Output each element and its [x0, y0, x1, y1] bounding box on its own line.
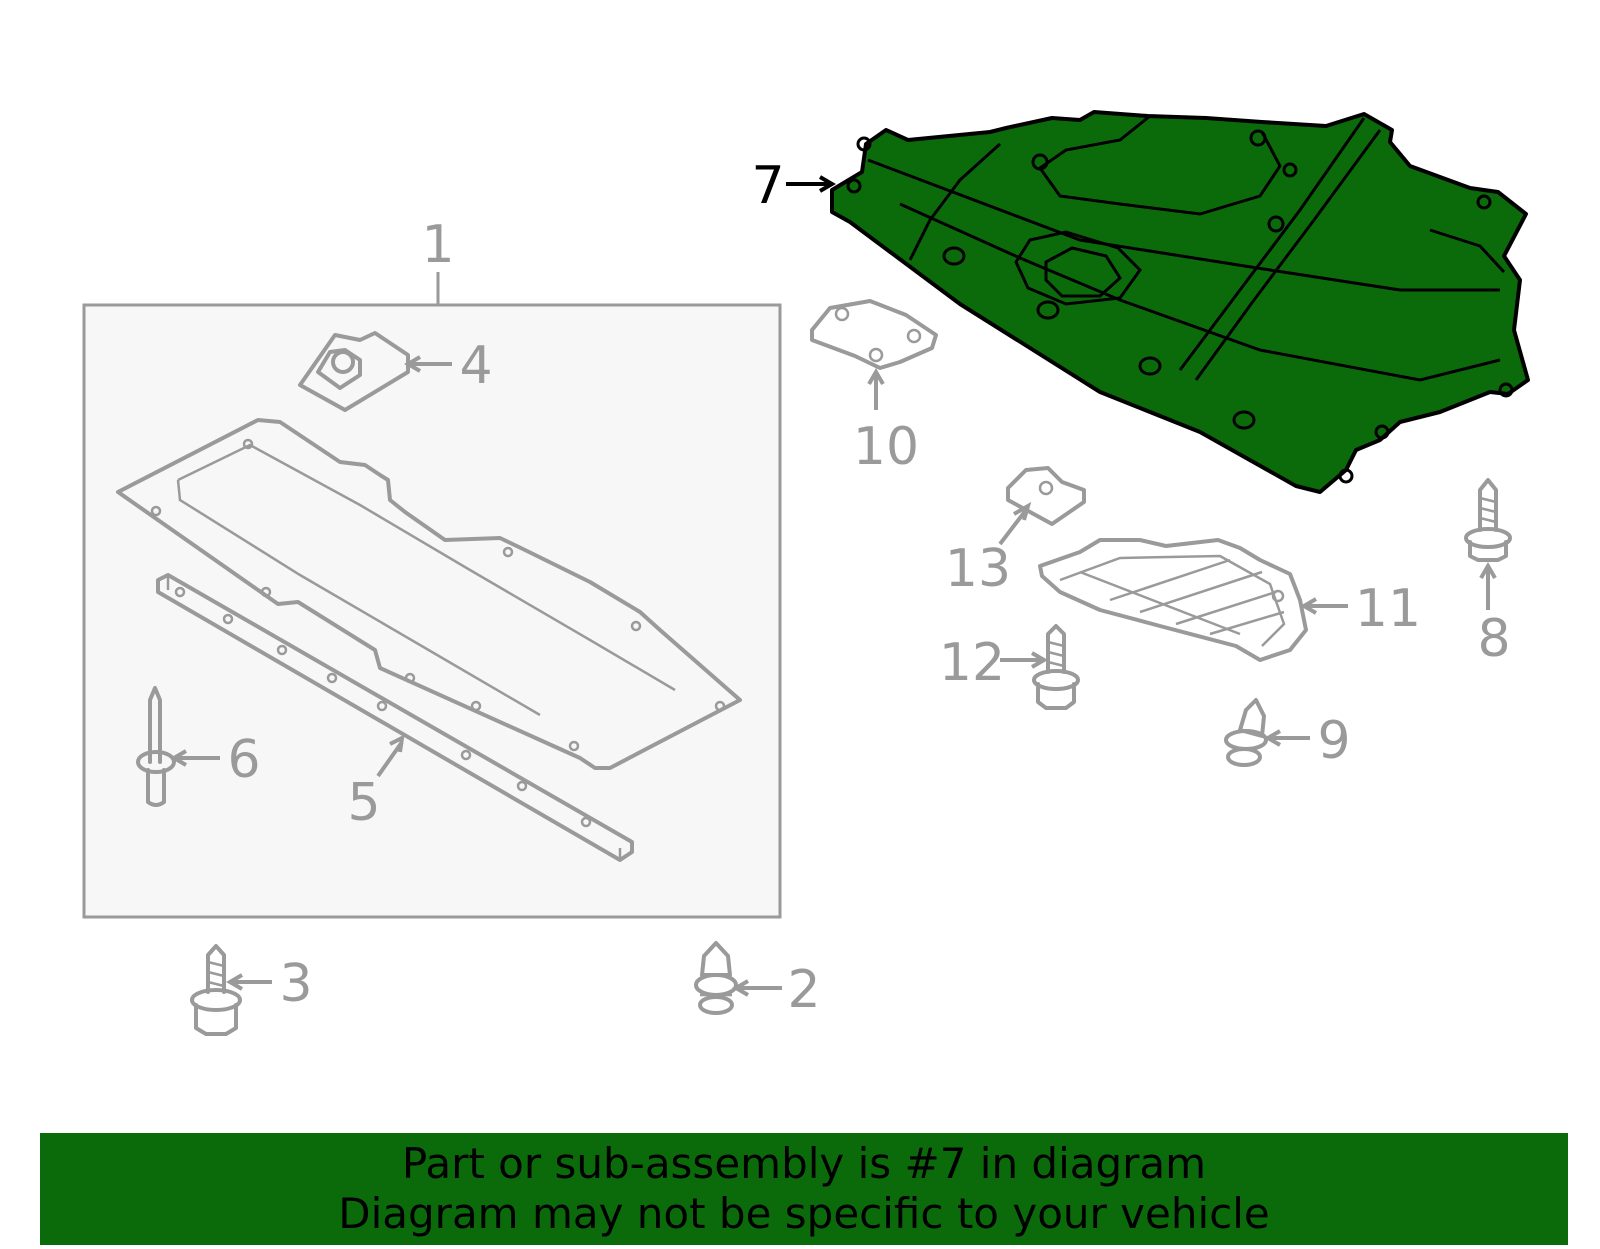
- callout-11-arrow: [1300, 597, 1348, 615]
- part-6-push-pin[interactable]: [136, 686, 176, 807]
- assembly-box: [82, 303, 782, 919]
- callout-6: 6: [227, 730, 260, 790]
- callout-2-arrow: [732, 979, 782, 997]
- callout-2: 2: [787, 960, 820, 1020]
- callout-9-arrow: [1264, 729, 1310, 747]
- part-8-flange-bolt[interactable]: [1464, 478, 1512, 562]
- callout-12: 12: [939, 633, 1005, 693]
- part-11-splash-shield[interactable]: [1038, 538, 1308, 662]
- callout-10-arrow: [867, 368, 885, 410]
- part-5-seal-strip[interactable]: [156, 573, 634, 862]
- callout-12-arrow: [1000, 651, 1048, 669]
- part-9-push-clip[interactable]: [1224, 698, 1268, 767]
- callout-7: 7: [751, 156, 784, 216]
- callout-11: 11: [1355, 579, 1421, 639]
- part-10-bracket[interactable]: [810, 299, 938, 370]
- part-4-clip-nut[interactable]: [298, 331, 410, 412]
- info-banner-background: [40, 1133, 1568, 1245]
- callout-5-arrow: [376, 734, 405, 778]
- part-2-push-clip[interactable]: [694, 941, 738, 1015]
- callout-9: 9: [1317, 711, 1350, 771]
- callout-13: 13: [945, 539, 1011, 599]
- info-banner: Part or sub-assembly is #7 in diagram Di…: [40, 1133, 1568, 1245]
- callout-3: 3: [279, 954, 312, 1014]
- callout-8: 8: [1477, 609, 1510, 669]
- part-12-flange-bolt[interactable]: [1032, 624, 1080, 710]
- callout-8-arrow: [1479, 562, 1497, 610]
- banner-line-part-number: Part or sub-assembly is #7 in diagram: [401, 1139, 1207, 1188]
- callout-7-arrow: [786, 175, 836, 193]
- part-7-engine-under-cover[interactable]: [830, 110, 1530, 494]
- part-1-air-deflector-panel[interactable]: [116, 418, 742, 770]
- callout-6-arrow: [170, 749, 220, 767]
- part-3-flange-bolt[interactable]: [190, 944, 242, 1036]
- callout-10: 10: [853, 417, 919, 477]
- callout-5: 5: [347, 773, 380, 833]
- callout-1: 1: [421, 215, 454, 275]
- banner-line-disclaimer: Diagram may not be specific to your vehi…: [338, 1189, 1270, 1238]
- callout-4-arrow: [404, 355, 452, 373]
- callout-4: 4: [459, 336, 492, 396]
- callout-3-arrow: [226, 973, 272, 991]
- callout-13-arrow: [998, 501, 1032, 546]
